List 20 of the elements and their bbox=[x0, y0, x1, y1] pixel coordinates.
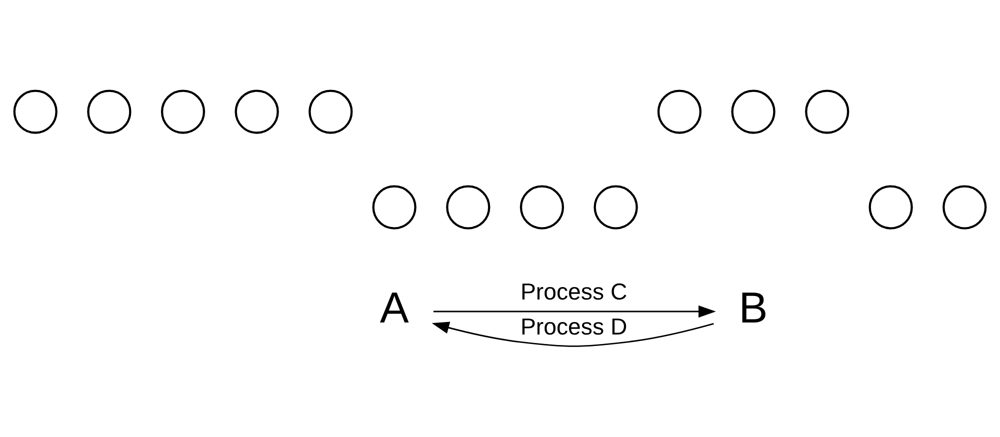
node-circle bbox=[657, 90, 702, 134]
node-text: B bbox=[738, 284, 768, 332]
node-circle bbox=[868, 185, 913, 230]
node-circle bbox=[308, 90, 353, 134]
arrow bbox=[432, 322, 714, 347]
node-circle bbox=[731, 90, 776, 134]
node-circle bbox=[87, 90, 132, 134]
edge-label: Process D bbox=[520, 313, 628, 340]
node-circle bbox=[446, 185, 490, 230]
node-circle bbox=[805, 90, 850, 134]
node-circle bbox=[234, 90, 279, 134]
node-circle bbox=[160, 90, 206, 134]
node-circle bbox=[942, 185, 987, 230]
node-circle bbox=[372, 185, 416, 230]
node-circle bbox=[520, 185, 564, 230]
node-circle bbox=[13, 90, 58, 134]
edge-label: Process C bbox=[520, 278, 628, 305]
node-circle bbox=[594, 185, 638, 230]
arrow bbox=[433, 305, 716, 318]
node-text: A bbox=[380, 284, 409, 332]
